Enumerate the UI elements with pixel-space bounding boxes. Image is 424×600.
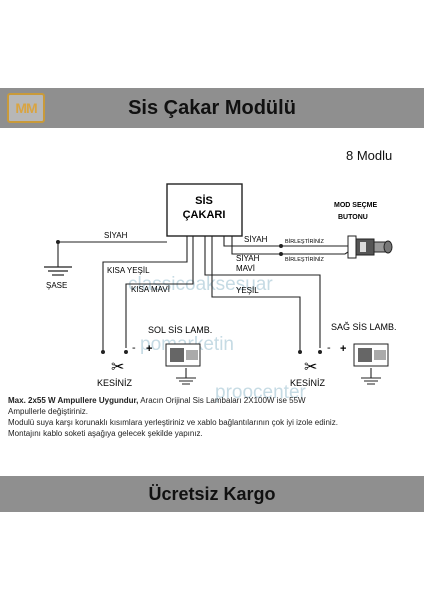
junction-dot [318, 350, 322, 354]
wire-label-black-right-2: SİYAH [236, 254, 260, 263]
right-lamp-ground-icon [361, 377, 381, 385]
left-fog-lamp-icon [165, 343, 201, 367]
junction-dot [56, 240, 60, 244]
scissors-icon: ✂ [304, 359, 317, 376]
note-line-1-bold: Max. 2x55 W Ampullere Uygundur, [8, 396, 139, 405]
wiring-diagram: classicoaksesuar pomarketin proocenter 8… [44, 148, 397, 403]
chassis-ground-icon [44, 266, 72, 276]
module-label-2: ÇAKARI [183, 209, 226, 221]
mode-button-label-1: MOD SEÇME [334, 202, 378, 209]
cut-label-right: KESİNİZ [290, 378, 326, 388]
mode-count-label: 8 Modlu [346, 148, 392, 163]
note-line-1-rest: Aracın Orijinal Sis Lambaları 2X100W ise… [138, 396, 306, 405]
page-title: Sis Çakar Modülü [128, 97, 296, 119]
join-label-1: BİRLEŞTİRİNİZ [285, 238, 324, 245]
mode-button-label-2: BUTONU [338, 214, 368, 221]
left-fog-lamp-label: SOL SİS LAMB. [148, 325, 212, 335]
wire-label-short-blue: KISA MAVİ [131, 285, 170, 294]
junction-dot [279, 244, 283, 248]
note-line-2: Ampullerle değiştiriniz. [8, 407, 89, 416]
watermark-line-3: proocenter [215, 382, 307, 403]
chassis-label: ŞASE [46, 281, 67, 290]
header-bar: MM Sis Çakar Modülü [0, 88, 424, 128]
mode-button-icon [347, 235, 393, 259]
wires [57, 236, 372, 378]
wire-label-blue: MAVİ [236, 264, 255, 273]
right-fog-lamp-label: SAĞ SİS LAMB. [331, 322, 397, 332]
left-plus-label: + [146, 343, 152, 355]
note-line-1: Max. 2x55 W Ampullere Uygundur, Aracın O… [8, 396, 418, 405]
junction-dot [298, 350, 302, 354]
wire-label-short-green: KISA YEŞİL [107, 266, 150, 275]
left-lamp-ground-icon [176, 377, 196, 385]
wire-label-green: YEŞİL [236, 286, 259, 295]
note-line-3: Modulü suya karşı korunaklı kısımlara ye… [8, 418, 338, 427]
brand-logo: MM [7, 93, 45, 123]
scissors-icon: ✂ [111, 359, 124, 376]
right-fog-lamp-icon [353, 343, 389, 367]
wire-label-black-right-1: SİYAH [244, 235, 268, 244]
junction-dot [124, 350, 128, 354]
junction-dot [101, 350, 105, 354]
left-minus-label: - [132, 342, 136, 354]
module-box [166, 183, 243, 237]
module-label-1: SİS [195, 194, 213, 207]
right-plus-label: + [340, 343, 346, 355]
join-label-2: BİRLEŞTİRİNİZ [285, 256, 324, 263]
note-line-4: Montajını kablo soketi aşağıya gelecek ş… [8, 429, 203, 438]
watermark-line-1: classicoaksesuar [128, 274, 273, 295]
footer-bar: Ücretsiz Kargo [0, 476, 424, 512]
right-minus-label: - [327, 342, 331, 354]
cut-label-left: KESİNİZ [97, 378, 133, 388]
footer-label: Ücretsiz Kargo [148, 484, 276, 504]
wire-label-black-left: SİYAH [104, 231, 128, 240]
junction-dot [279, 252, 283, 256]
